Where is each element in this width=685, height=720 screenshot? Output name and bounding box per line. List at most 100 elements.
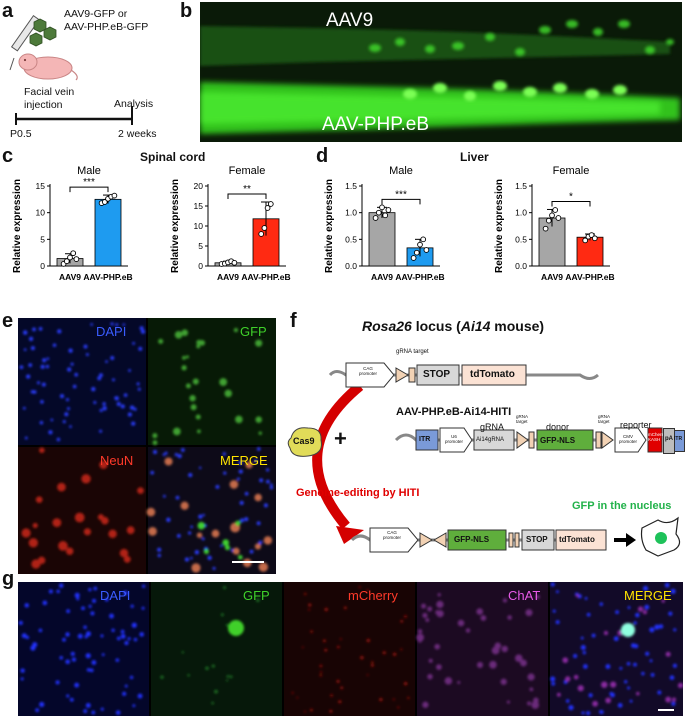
cell-spot [40, 400, 44, 404]
cell-spot [436, 664, 442, 670]
cell-spot [81, 474, 91, 484]
cell-spot [56, 437, 61, 442]
reporter-label: reporter [620, 420, 652, 430]
cell-spot [66, 694, 70, 698]
chart-title: Female [229, 165, 266, 177]
cell-spot [128, 369, 131, 372]
y-tick-label: 10 [194, 221, 204, 231]
e-dapi-label: DAPI [96, 324, 127, 339]
cag-promoter-box [345, 362, 395, 388]
cell-spot [189, 394, 196, 402]
cell-spot [114, 396, 117, 400]
cell-spot [370, 663, 374, 667]
cell-spot [649, 627, 655, 633]
x-tick-label: AAV-PHP.eB [241, 272, 290, 282]
cell-spot [83, 709, 88, 714]
cell-spot [599, 602, 604, 606]
data-point [267, 201, 274, 207]
cell-spot [35, 496, 43, 503]
significance-bracket [551, 200, 591, 207]
cell-spot [46, 357, 50, 360]
cell-spot [185, 355, 189, 359]
cell-spot [330, 694, 333, 697]
cell-spot [238, 469, 243, 474]
cell-spot [70, 362, 74, 366]
cell-spot [224, 389, 232, 398]
cell-spot [18, 620, 23, 625]
cell-spot [133, 637, 138, 642]
cell-spot [74, 592, 80, 598]
cell-spot [256, 598, 260, 602]
gfp-neuron [228, 620, 244, 636]
cell-spot [235, 415, 243, 424]
cell-spot [199, 340, 206, 346]
cell-spot [617, 703, 623, 708]
y-tick-label: 0.0 [345, 261, 357, 271]
cell-spot [244, 517, 249, 522]
cell-spot [111, 628, 115, 632]
cell-spot [582, 650, 586, 655]
cell-spot [55, 680, 60, 685]
cell-spot [180, 501, 189, 510]
cell-spot [535, 594, 540, 599]
cell-spot [238, 460, 243, 465]
cell-spot [124, 684, 128, 688]
cell-spot [236, 477, 240, 481]
cell-spot [150, 470, 155, 475]
cell-spot [123, 590, 128, 596]
cell-spot [649, 659, 653, 663]
data-point [379, 204, 385, 211]
cell-spot [19, 365, 24, 369]
x-tick-label: AAV-PHP.eB [83, 272, 132, 282]
cell-spot [301, 646, 304, 649]
panel-label-e: e [2, 310, 14, 332]
cell-spot [258, 562, 269, 572]
cell-spot [565, 699, 570, 703]
cell-spot [24, 436, 28, 440]
cell-spot [110, 322, 114, 326]
cell-spot [195, 414, 201, 420]
cell-spot [258, 431, 262, 435]
cell-spot [91, 710, 96, 715]
ai14grna-box [473, 429, 515, 451]
data-point [549, 212, 555, 219]
cell-spot [116, 401, 121, 406]
y-tick-label: 0 [198, 261, 203, 271]
data-point [111, 192, 118, 199]
cell-spot [116, 636, 121, 641]
cell-spot [39, 420, 44, 425]
cell-spot [371, 661, 374, 664]
cell-spot [85, 353, 89, 357]
mcherry-kash-box [647, 427, 663, 453]
cell-spot [661, 599, 665, 603]
stop-box [416, 364, 460, 386]
cell-spot [320, 671, 323, 674]
cell-spot [324, 607, 328, 612]
cell-spot [202, 513, 205, 517]
cell-spot [573, 674, 579, 680]
cell-spot [205, 666, 209, 671]
cell-spot [32, 327, 36, 332]
donor-label: donor [546, 422, 570, 432]
u6-promoter-box [439, 427, 473, 453]
cell-spot [229, 480, 239, 489]
cell-spot [104, 597, 109, 602]
cell-spot [181, 329, 189, 337]
cell-spot [21, 528, 31, 538]
cell-spot [212, 566, 216, 570]
cell-spot [605, 697, 612, 704]
nucleus-label: GFP in the nucleus [572, 500, 672, 512]
data-point [413, 249, 420, 256]
data-point [545, 217, 552, 224]
cell-spot [586, 612, 591, 617]
cell-spot [23, 330, 28, 335]
y-axis-label: Relative expression [494, 179, 505, 273]
cell-spot [122, 323, 126, 326]
cell-spot [672, 663, 677, 668]
cell-spot [437, 593, 441, 597]
cell-spot [62, 637, 66, 642]
